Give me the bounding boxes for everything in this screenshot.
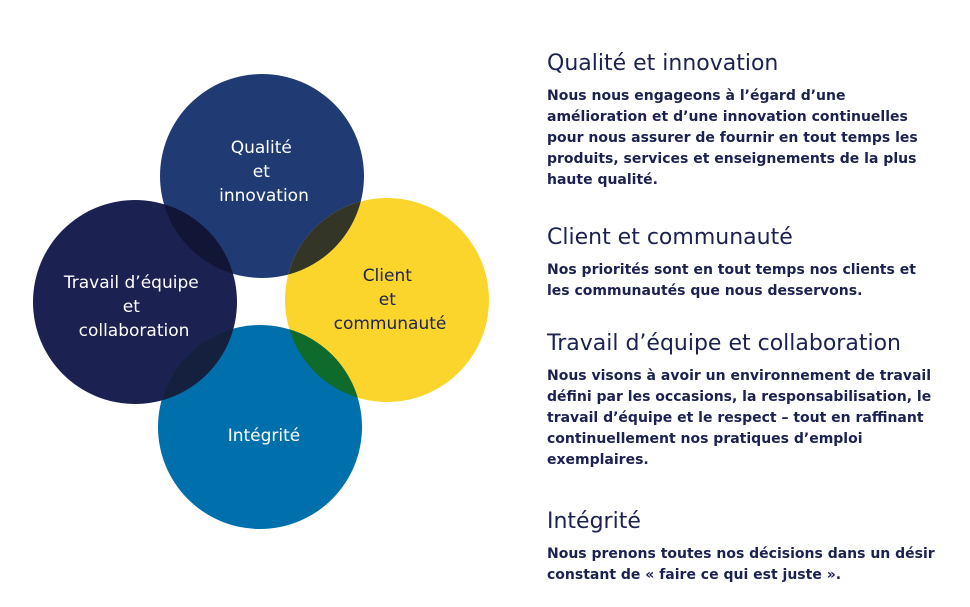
value-description: Nous visons à avoir un environnement de …: [547, 368, 932, 468]
value-title: Intégrité: [547, 509, 641, 534]
circle-teamwork: [33, 200, 237, 404]
value-client: Client et communauté Nos priorités sont …: [547, 224, 962, 302]
circle-label-quality: Qualité et innovation: [219, 138, 309, 206]
values-venn-diagram: Qualité et innovation Client et communau…: [33, 74, 489, 529]
circle-label-teamwork: Travail d’équipe et collaboration: [63, 273, 204, 341]
circle-client: [285, 198, 489, 402]
circle-quality: [160, 74, 364, 278]
value-teamwork: Travail d’équipe et collaboration Nous v…: [547, 330, 962, 471]
value-title: Travail d’équipe et collaboration: [547, 331, 901, 356]
value-description: Nous prenons toutes nos décisions dans u…: [547, 546, 935, 583]
value-integrity: Intégrité Nous prenons toutes nos décisi…: [547, 508, 962, 586]
value-title: Client et communauté: [547, 225, 793, 250]
value-description: Nos priorités sont en tout temps nos cli…: [547, 262, 916, 299]
value-description: Nous nous engageons à l’égard d’une amél…: [547, 88, 918, 188]
value-quality: Qualité et innovation Nous nous engageon…: [547, 50, 962, 191]
circle-label-client: Client et communauté: [334, 266, 447, 334]
circle-integrity: [158, 325, 362, 529]
circle-label-integrity: Intégrité: [228, 426, 301, 446]
value-title: Qualité et innovation: [547, 51, 779, 76]
